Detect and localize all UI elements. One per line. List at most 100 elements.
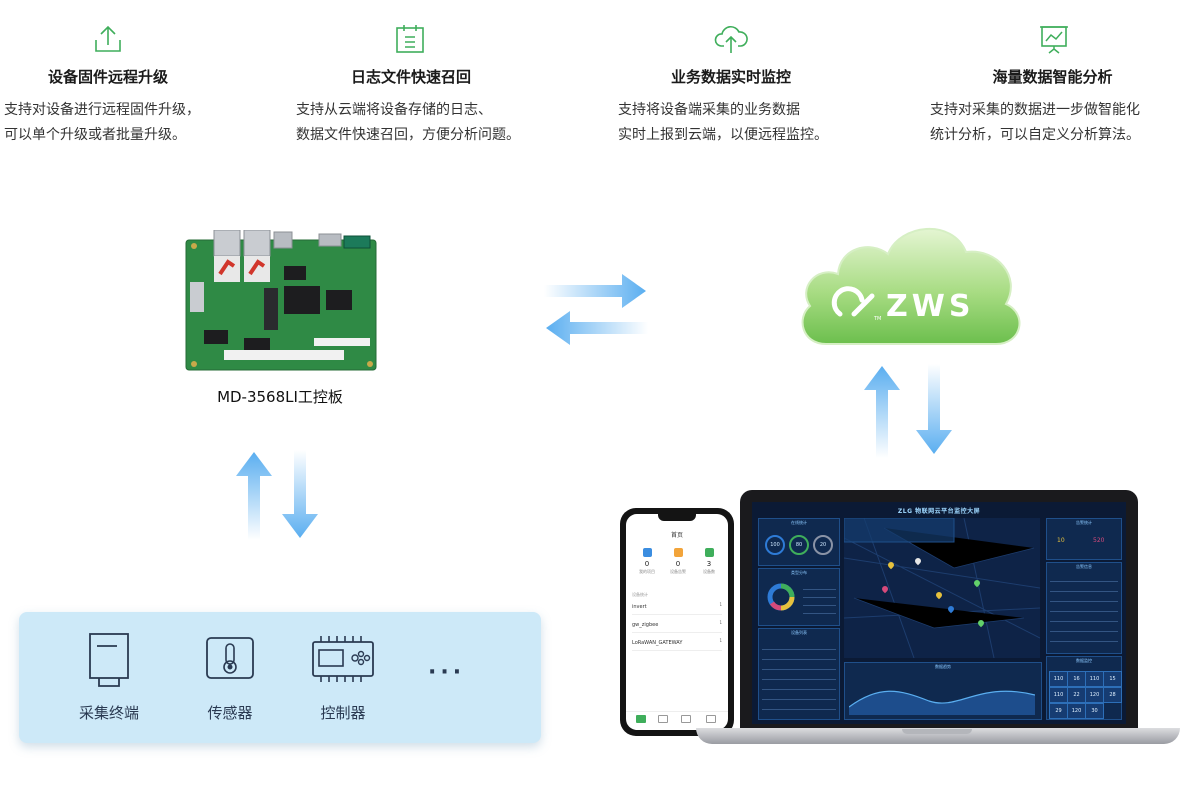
feature-desc-line: 实时上报到云端，以便远程监控。	[618, 127, 828, 143]
panel-title: 类型分布	[791, 570, 807, 575]
list-item-name: LoRaWAN_GATEWAY	[632, 640, 683, 646]
feature-title: 业务数据实时监控	[670, 68, 791, 86]
table-row	[762, 669, 836, 670]
feature-desc-line: 支持对设备进行远程固件升级，	[4, 102, 200, 118]
panel-title: 告警信息	[1076, 564, 1092, 569]
table-row	[762, 699, 836, 700]
phone-stats: 0 我的项目 0 设备告警 3 设备数	[630, 548, 724, 588]
device-label: 控制器	[320, 704, 366, 722]
table-row	[1050, 621, 1118, 622]
stat-caption: 设备告警	[670, 569, 686, 574]
cloud-tm-text: TM	[873, 316, 881, 322]
dashboard-title: ZLG 物联网云平台监控大屏	[897, 508, 981, 515]
nav-alarm-icon[interactable]	[681, 715, 691, 723]
trend-area-chart	[849, 690, 1035, 715]
kpi-tile: 28	[1103, 687, 1122, 703]
feature-realtime-monitor: 业务数据实时监控 支持将设备端采集的业务数据 实时上报到云端，以便远程监控。	[618, 22, 844, 152]
feature-desc-line: 数据文件快速召回，方便分析问题。	[296, 127, 520, 143]
gauge: 80	[789, 535, 809, 555]
feature-desc: 支持对设备进行远程固件升级， 可以单个升级或者批量升级。	[4, 98, 200, 148]
stat-icon	[704, 548, 714, 557]
feature-desc: 支持从云端将设备存储的日志、 数据文件快速召回，方便分析问题。	[296, 98, 520, 148]
table-row	[762, 689, 836, 690]
kpi-tile: 22	[1067, 687, 1086, 703]
list-item-count: 1	[719, 620, 722, 625]
kpi-tile: 110	[1049, 671, 1068, 687]
cloud-brand-text: ZWS	[886, 289, 974, 324]
phone-title: 首页	[670, 532, 683, 539]
analytics-board-icon	[1040, 26, 1068, 54]
bidirectional-vertical-arrow-icon	[864, 364, 952, 458]
kpi-tile: 110	[1085, 671, 1104, 687]
thermometer-icon	[206, 637, 254, 679]
field-devices-panel: 采集终端 传感器 控制器	[19, 612, 541, 743]
data-monitor-panel: 数据监控 110 16 110 15 110 22 120 28 29 120 …	[1046, 656, 1122, 720]
stat-number: 0	[675, 560, 681, 568]
list-item-name: invert	[632, 604, 647, 610]
legend-line	[803, 613, 836, 614]
laptop-base	[696, 728, 1180, 744]
phone-stat: 0 我的项目	[632, 548, 662, 575]
phone-bottom-nav	[626, 711, 728, 726]
nav-home-icon[interactable]	[636, 715, 646, 723]
kpi-tile: 120	[1085, 687, 1104, 703]
more-devices-ellipsis: ···	[428, 660, 466, 685]
panel-title: 设备列表	[791, 630, 807, 635]
bidirectional-vertical-arrow-icon	[236, 450, 318, 540]
log-file-icon	[396, 25, 424, 53]
bidirectional-arrow-icon	[544, 274, 648, 345]
legend-line	[803, 597, 836, 598]
table-row	[1050, 631, 1118, 632]
feature-data-analytics: 海量数据智能分析 支持对采集的数据进一步做智能化 统计分析，可以自定义分析算法。	[930, 22, 1175, 152]
feature-desc-line: 支持对采集的数据进一步做智能化	[930, 102, 1140, 118]
legend-line	[803, 605, 836, 606]
laptop: ZLG 物联网云平台监控大屏 在线统计 100 80 20 类型分布	[740, 490, 1138, 734]
list-item-count: 1	[719, 602, 722, 607]
type-distribution-panel: 类型分布	[758, 568, 840, 626]
map-view[interactable]	[844, 518, 1040, 658]
alarm-value: 10	[1057, 537, 1065, 544]
stat-caption: 设备数	[703, 569, 715, 574]
phone-list-item[interactable]: invert 1	[632, 600, 722, 615]
laptop-hinge-notch	[902, 729, 972, 734]
feature-title: 海量数据智能分析	[992, 68, 1113, 86]
table-row	[1050, 601, 1118, 602]
upload-icon	[95, 25, 121, 52]
panel-title: 在线统计	[791, 520, 807, 525]
table-row	[1050, 641, 1118, 642]
panel-title: 数据趋势	[935, 664, 951, 669]
table-row	[762, 709, 836, 710]
nav-device-icon[interactable]	[658, 715, 668, 723]
kpi-tile: 29	[1049, 703, 1068, 719]
feature-firmware-upgrade: 设备固件远程升级 支持对设备进行远程固件升级， 可以单个升级或者批量升级。	[4, 22, 212, 152]
phone-list-item[interactable]: gw_zigbee 1	[632, 618, 722, 633]
table-row	[1050, 591, 1118, 592]
feature-title: 设备固件远程升级	[47, 68, 168, 86]
data-trend-panel: 数据趋势	[844, 662, 1042, 720]
phone-stat: 0 设备告警	[663, 548, 693, 575]
phone-screen: 首页 0 我的项目 0 设备告警 3 设备数 设备统计	[626, 514, 728, 730]
panel-title: 告警统计	[1076, 520, 1092, 525]
kpi-tile: 16	[1067, 671, 1086, 687]
feature-desc: 支持将设备端采集的业务数据 实时上报到云端，以便远程监控。	[618, 98, 828, 148]
kpi-tile: 120	[1067, 703, 1086, 719]
board-image	[185, 230, 377, 371]
stat-number: 0	[644, 560, 650, 568]
alarm-info-panel: 告警信息	[1046, 562, 1122, 654]
cloud-upload-icon	[714, 26, 748, 53]
table-row	[762, 659, 836, 660]
feature-desc-line: 可以单个升级或者批量升级。	[4, 127, 186, 143]
phone-list-item[interactable]: LoRaWAN_GATEWAY 1	[632, 636, 722, 651]
stat-icon	[642, 548, 652, 557]
stat-number: 3	[706, 560, 712, 568]
nav-user-icon[interactable]	[706, 715, 716, 723]
feature-desc-line: 支持将设备端采集的业务数据	[618, 102, 800, 118]
mobile-phone: 首页 0 我的项目 0 设备告警 3 设备数 设备统计	[620, 508, 734, 736]
table-row	[762, 679, 836, 680]
feature-desc-line: 统计分析，可以自定义分析算法。	[930, 127, 1140, 143]
list-item-name: gw_zigbee	[632, 622, 659, 628]
gauge: 20	[813, 535, 833, 555]
board-label: MD-3568LI工控板	[217, 388, 343, 406]
stat-icon	[673, 548, 683, 557]
